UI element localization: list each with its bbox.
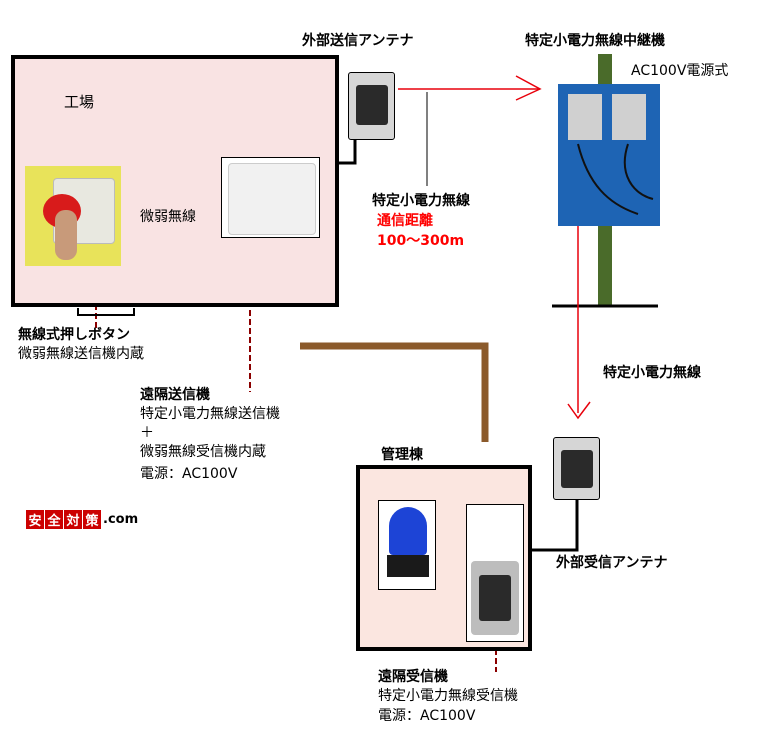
button-desc-title: 無線式押しボタン (18, 327, 130, 343)
receiver-desc-title: 遠隔受信機 (378, 669, 448, 685)
site-logo: 安 全 対 策 .com (26, 510, 138, 529)
ext-tx-antenna-label: 外部送信アンテナ (302, 33, 414, 49)
button-desc-sub: 微弱無線送信機内蔵 (18, 346, 144, 362)
radio-arrow-1 (515, 75, 542, 101)
management-label: 管理棟 (381, 447, 423, 463)
button-bracket (77, 308, 135, 316)
remote-receiver (466, 504, 524, 642)
relay-photo (558, 84, 660, 226)
factory-title: 工場 (64, 93, 95, 111)
receiver-desc-line1: 特定小電力無線受信機 (378, 688, 518, 704)
logo-char-3: 対 (64, 510, 82, 529)
rx-antenna-cable (522, 500, 579, 552)
receiver-desc-power: 電源：AC100V (378, 708, 476, 724)
relay-label: 特定小電力無線中継機 (525, 33, 665, 49)
range-value: 100～300m (377, 233, 465, 249)
radio-arrow-2 (567, 401, 591, 420)
transmitter-desc-line2: 微弱無線受信機内蔵 (140, 444, 266, 460)
range-title: 通信距離 (377, 213, 433, 229)
logo-suffix: .com (103, 512, 139, 527)
rx-antenna-device (553, 437, 600, 500)
transmitter-desc-title: 遠隔送信機 (140, 387, 210, 403)
logo-char-4: 策 (83, 510, 101, 529)
warning-lamp (378, 500, 436, 590)
logo-char-2: 全 (45, 510, 63, 529)
wall-shape (300, 342, 489, 442)
tx-antenna-device (348, 72, 395, 140)
remote-transmitter (221, 157, 320, 238)
ac-power-label: AC100V電源式 (631, 63, 729, 79)
weak-wireless-label: 微弱無線 (140, 209, 196, 225)
logo-char-1: 安 (26, 510, 44, 529)
push-button-photo (25, 166, 121, 266)
tokutei-label-2: 特定小電力無線 (603, 365, 701, 381)
transmitter-desc-plus: ＋ (140, 425, 154, 441)
tokutei-label-1: 特定小電力無線 (372, 193, 470, 209)
transmitter-desc-line1: 特定小電力無線送信機 (140, 406, 280, 422)
ext-rx-antenna-label: 外部受信アンテナ (556, 555, 668, 571)
transmitter-desc-power: 電源：AC100V (140, 466, 238, 482)
